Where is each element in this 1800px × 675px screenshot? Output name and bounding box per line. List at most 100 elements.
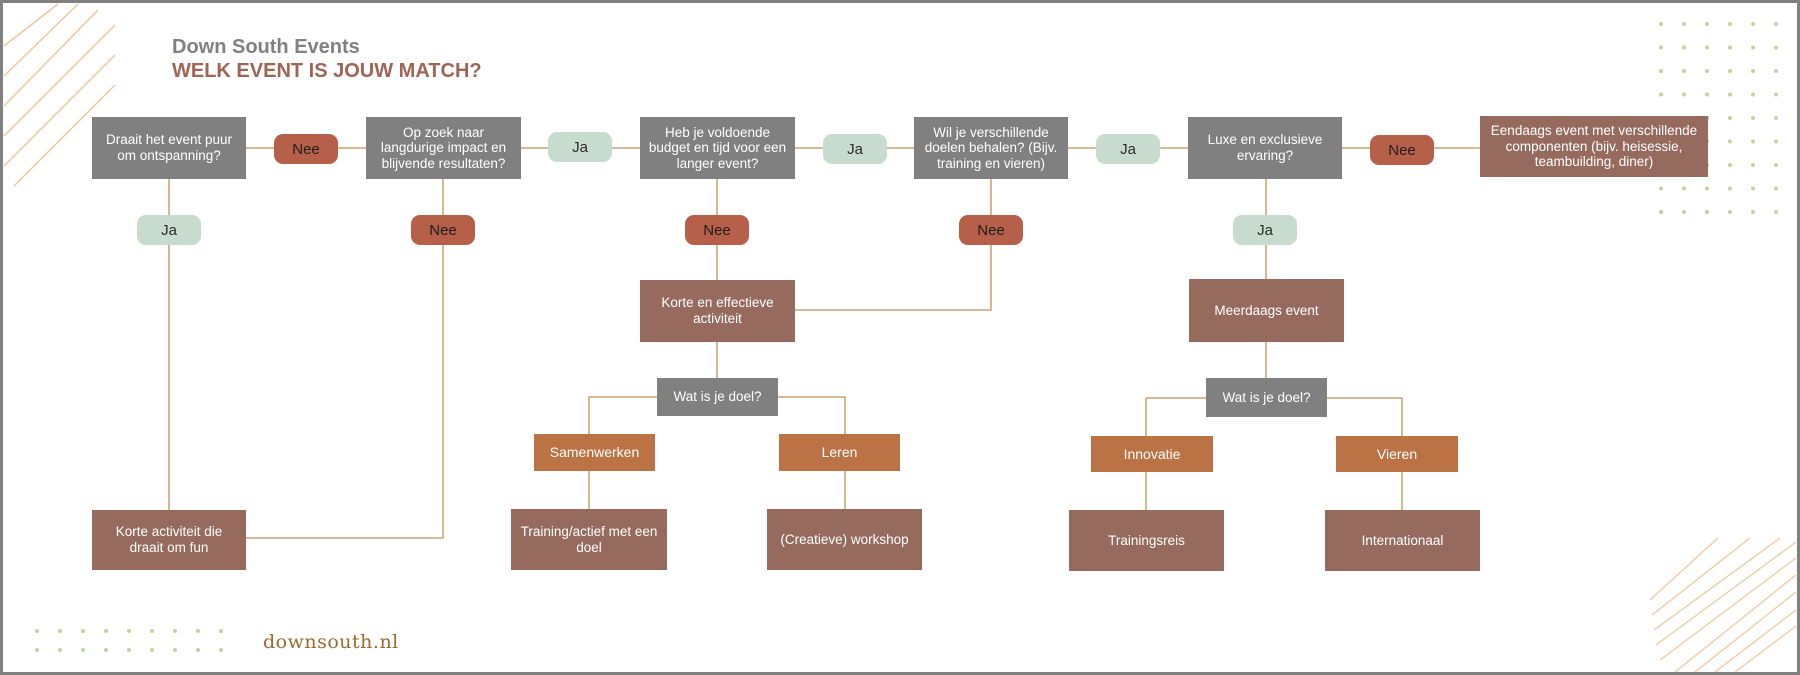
decor-dot [1705,69,1709,73]
decor-dot [1728,69,1732,73]
decor-dot [219,629,223,633]
answer-q1-ja: Ja [137,215,201,245]
result-korte-activiteit-fun: Korte activiteit die draait om fun [92,510,246,570]
decor-dot [1751,92,1755,97]
decor-dot [58,629,62,633]
stripes-top-left [3,3,116,187]
decor-dot [1659,92,1663,97]
decor-dot [1751,186,1755,191]
page-title: WELK EVENT IS JOUW MATCH? [172,60,482,82]
decor-dot [1774,45,1778,50]
decor-dot [1728,116,1732,120]
answer-q4-nee: Nee [959,215,1023,245]
decor-dot [1705,92,1709,97]
question-doel-left: Wat is je doel? [657,378,778,416]
decor-dot [219,648,223,652]
decor-dot [1774,139,1778,144]
decor-dot [1728,163,1732,167]
decor-dot [150,648,154,652]
decor-dot [1728,186,1732,191]
decor-dot [1751,45,1755,50]
answer-q5-ja: Ja [1233,215,1297,245]
decor-dot [1659,45,1663,50]
decor-dot [1682,22,1686,26]
decor-dot [1705,186,1709,191]
decor-dot [1705,45,1709,50]
decor-dot [104,648,108,652]
option-vieren: Vieren [1336,436,1458,472]
answer-q2-ja: Ja [548,132,612,162]
decor-dot [1659,210,1663,214]
brand-name: Down South Events [172,36,360,58]
decor-dot [35,648,39,652]
decor-dot [1751,116,1755,120]
decor-dot [104,629,108,633]
decor-dot [127,648,131,652]
decor-dot [1682,69,1686,73]
decor-dot [1728,92,1732,97]
decor-dot [1774,69,1778,73]
answer-q4-ja: Ja [1096,134,1160,164]
decor-dot [1774,186,1778,191]
website-link[interactable]: downsouth.nl [263,631,399,653]
decor-dot [196,629,200,633]
answer-q1-nee: Nee [274,134,338,164]
decor-dot [1705,22,1709,26]
decor-dot [127,629,131,633]
decor-dot [1774,163,1778,167]
answer-q3-nee: Nee [685,215,749,245]
decor-dot [173,648,177,652]
result-creatieve-workshop: (Creatieve) workshop [767,509,922,570]
question-luxe: Luxe en exclusieve ervaring? [1188,117,1342,179]
question-doel-right: Wat is je doel? [1206,378,1327,417]
decor-dot [1728,210,1732,214]
result-training-actief: Training/actief met een doel [511,509,667,570]
decor-dot [1774,116,1778,120]
decor-dot [1659,22,1663,26]
decor-dot [1751,163,1755,167]
decor-dot [173,629,177,633]
answer-q3-ja: Ja [823,134,887,164]
decor-dot [1751,139,1755,144]
decor-dot [1659,186,1663,191]
decor-dot [1728,139,1732,144]
decor-dot [1659,69,1663,73]
decor-dot [1751,22,1755,26]
question-budget-tijd: Heb je voldoende budget en tijd voor een… [640,117,795,179]
decor-dot [1682,186,1686,191]
answer-q5-nee: Nee [1370,135,1434,165]
decor-dot [1682,45,1686,50]
option-innovatie: Innovatie [1091,436,1213,472]
question-ontspanning: Draait het event puur om ontspanning? [92,117,246,179]
decor-dot [1751,210,1755,214]
decor-dot [1728,45,1732,50]
result-trainingsreis: Trainingsreis [1069,510,1224,571]
decor-dot [1774,210,1778,214]
decor-dot [81,629,85,633]
decor-dot [58,648,62,652]
dots-top-right [1659,22,1778,214]
result-meerdaags-event: Meerdaags event [1189,279,1344,342]
stripes-bottom-right [1649,537,1797,673]
result-eendaags-event: Eendaags event met verschillende compone… [1480,116,1708,177]
result-internationaal: Internationaal [1325,510,1480,571]
decor-dot [1751,69,1755,73]
decor-dot [1774,22,1778,26]
question-verschillende-doelen: Wil je verschillende doelen behalen? (Bi… [914,117,1068,179]
result-korte-effectieve-activiteit: Korte en effectieve activiteit [640,280,795,342]
decor-dot [35,629,39,633]
dots-bottom-left [35,629,223,652]
option-leren: Leren [779,434,900,471]
question-langdurige-impact: Op zoek naar langdurige impact en blijve… [366,117,521,179]
decor-dot [1682,92,1686,97]
decor-dot [1705,210,1709,214]
decor-dot [150,629,154,633]
decor-dot [196,648,200,652]
decor-dot [81,648,85,652]
decor-dot [1682,210,1686,214]
decor-dot [1774,92,1778,97]
answer-q2-nee: Nee [411,215,475,245]
option-samenwerken: Samenwerken [534,434,655,471]
